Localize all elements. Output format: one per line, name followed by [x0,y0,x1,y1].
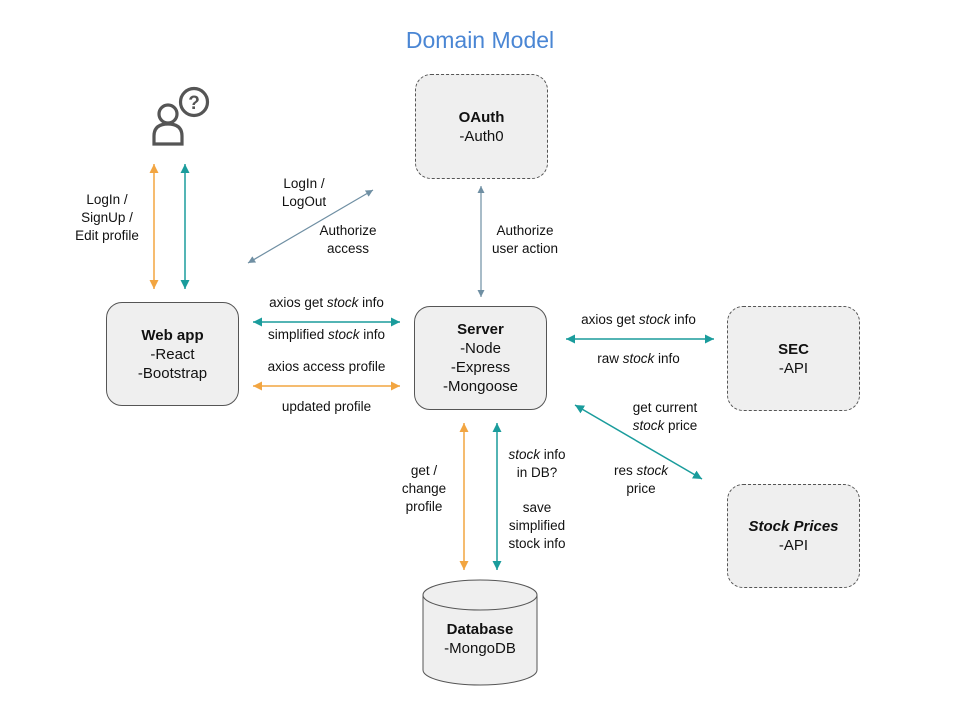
label-line: simplified [508,518,566,533]
webapp-node: Web app -React -Bootstrap [106,302,239,406]
diagram-title: Domain Model [405,27,555,53]
label-text: info [358,295,384,310]
oauth-node: OAuth -Auth0 [415,74,548,179]
database-name: Database [446,621,514,638]
label-line: get current [632,400,698,415]
arrow-webapp-oauth [247,189,374,264]
label-text: info [670,312,696,327]
label-text: raw [597,351,623,366]
label-line: save [522,500,552,515]
label-text: info [654,351,680,366]
label-authorize-access: Authorize access [308,222,388,258]
label-axios-access-profile: axios access profile [267,359,386,374]
webapp-name: Web app [141,326,204,344]
label-login-signup: LogIn / SignUp / Edit profile [62,191,152,245]
label-res-stock-price: res stock price [598,462,684,498]
server-line: -Mongoose [442,378,519,395]
server-line: -Node [460,340,501,357]
label-line: user action [491,241,559,256]
label-updated-profile: updated profile [281,399,372,414]
stockprices-node: Stock Prices -API [727,484,860,588]
label-text: price [664,418,698,433]
label-line: Authorize [496,223,554,238]
label-raw-stock: raw stock info [566,350,711,368]
label-line: access [326,241,370,256]
label-em: stock [632,418,665,433]
database-line: -MongoDB [444,640,516,657]
database-cylinder-icon [422,579,538,686]
label-line: get / [410,463,438,478]
label-text: axios get [269,295,327,310]
server-name: Server [457,321,504,338]
label-text: info [539,447,566,462]
label-simplified-stock-web: simplified stock info [254,326,399,344]
question-mark-icon: ? [188,93,200,114]
stockprices-name: Stock Prices [748,518,839,535]
label-line: stock info [500,446,574,464]
sec-node: SEC -API [727,306,860,411]
label-line: res stock [598,462,684,480]
arrow-server-stockprices [574,404,703,480]
sec-name: SEC [778,340,809,358]
label-em: stock [622,351,655,366]
label-text: res [613,463,637,478]
oauth-name: OAuth [458,108,505,126]
oauth-line: -Auth0 [459,127,504,145]
label-line: price [626,481,656,496]
label-em: stock [636,463,669,478]
label-axios-get-stock-sec: axios get stock info [566,311,711,329]
label-em: stock [508,447,540,462]
label-text: axios get [581,312,639,327]
label-stock-in-db: stock info in DB? [500,446,574,482]
label-em: stock [326,295,359,310]
label-text: info [359,327,386,342]
label-get-current-stock-price: get current stock price [620,399,710,435]
webapp-line: -React [150,345,195,363]
label-login-logout: LogIn / LogOut [270,175,338,211]
label-line: in DB? [516,465,558,480]
label-em: stock [327,327,360,342]
sec-line: -API [778,359,809,377]
database-node: Database -MongoDB [422,620,538,658]
label-axios-get-stock-web: axios get stock info [254,294,399,312]
label-line: LogOut [281,194,327,209]
label-em: stock [638,312,671,327]
webapp-line: -Bootstrap [137,364,208,382]
label-line: LogIn / [283,176,325,191]
label-authorize-user-action: Authorize user action [483,222,567,258]
label-line: Edit profile [75,228,139,243]
label-line: change [401,481,447,496]
label-get-change-profile: get / change profile [392,462,456,516]
label-line: stock price [620,417,710,435]
server-line: -Express [450,359,511,376]
user-question-icon [152,86,210,146]
stockprices-line: -API [778,537,809,554]
label-line: stock info [508,536,566,551]
server-node: Server -Node -Express -Mongoose [414,306,547,410]
label-line: LogIn / [86,192,128,207]
label-text: simplified [267,327,328,342]
label-line: profile [405,499,443,514]
label-save-simplified: save simplified stock info [500,499,574,553]
label-line: SignUp / [81,210,133,225]
label-line: Authorize [319,223,377,238]
